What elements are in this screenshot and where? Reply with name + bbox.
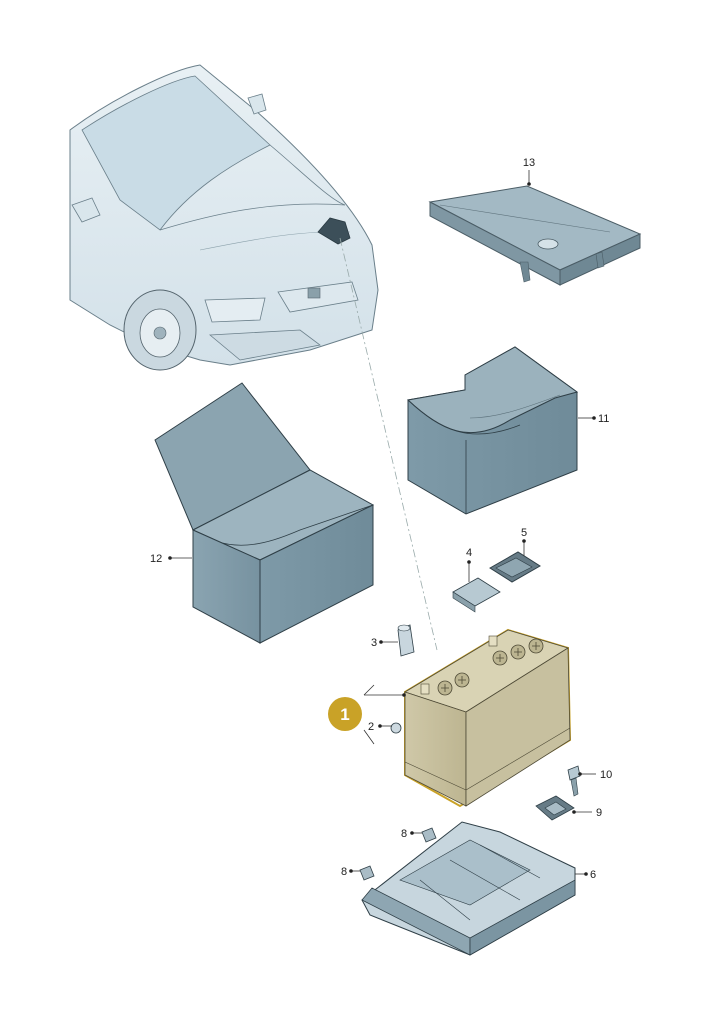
clamp-9 [535,795,575,821]
callout-13: 13 [523,157,535,186]
bolt-2 [390,722,402,734]
nut-8-lower [359,865,375,881]
label-1: 1 [340,705,349,724]
battery-tray-6 [361,821,576,956]
battery [404,628,572,808]
bolt-10 [567,765,581,797]
battery-top-cover [428,185,642,286]
label-8-upper: 8 [401,828,407,840]
callout-8-lower: 8 [341,866,360,878]
callout-12: 12 [150,553,192,565]
battery-insulation-box-11 [406,346,579,515]
terminal-cover-5 [489,551,541,583]
callout-6: 6 [575,869,596,881]
label-8-lower: 8 [341,866,347,878]
label-11: 11 [598,413,609,425]
highlight-badge [328,697,362,731]
label-4: 4 [466,547,472,559]
label-12: 12 [150,553,162,565]
car-illustration [69,64,379,371]
callout-11: 11 [578,413,609,425]
callout-2: 2 [368,721,392,733]
battery-insulation-box-12 [154,382,375,644]
label-3: 3 [371,637,377,649]
nut-8-upper [421,827,437,843]
callout-1: 1 [328,684,406,745]
callout-5: 5 [521,527,527,556]
label-5: 5 [521,527,527,539]
callout-9: 9 [572,807,602,819]
label-6: 6 [590,869,596,881]
callout-10: 10 [578,769,612,781]
label-13: 13 [523,157,535,169]
callout-8-upper: 8 [401,828,422,840]
guide-line [339,237,438,651]
label-2: 2 [368,721,374,733]
label-10: 10 [600,769,612,781]
vent-plug-3 [397,624,415,657]
callout-4: 4 [466,547,472,582]
label-9: 9 [596,807,602,819]
fuse-holder-4 [452,577,501,613]
callout-3: 3 [371,637,398,649]
